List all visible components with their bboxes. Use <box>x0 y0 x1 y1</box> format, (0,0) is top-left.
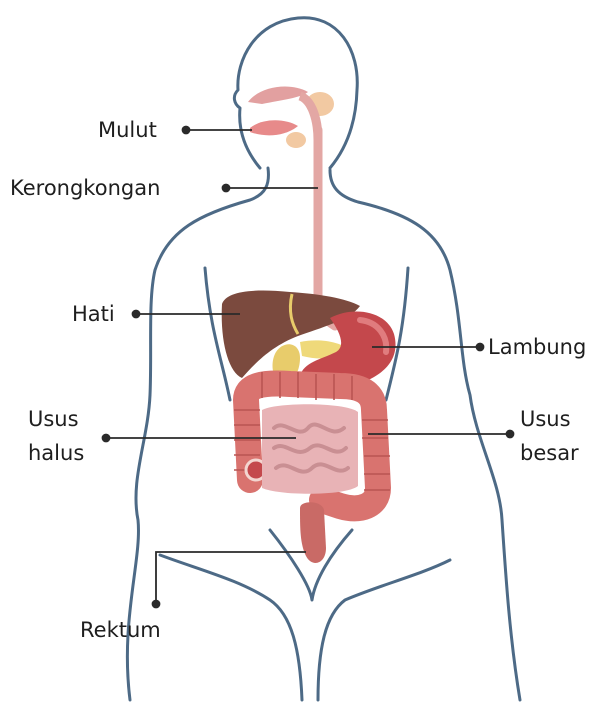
leader-dot-mulut <box>183 127 190 134</box>
label-mulut: Mulut <box>98 117 157 143</box>
leader-dot-usus-besar <box>507 431 514 438</box>
label-rektum: Rektum <box>80 617 161 643</box>
label-kerongkongan: Kerongkongan <box>10 175 160 201</box>
label-lambung: Lambung <box>488 334 586 360</box>
mouth-cavity <box>250 120 298 135</box>
left-leg-inner <box>160 555 302 700</box>
right-side-outline <box>330 170 520 700</box>
small-intestine <box>262 404 358 494</box>
leader-dot-lambung <box>477 344 484 351</box>
rectum <box>300 502 326 563</box>
leader-dot-usus-halus <box>103 435 110 442</box>
leader-dot-kerongkongan <box>223 185 230 192</box>
label-usus-besar-line2: besar <box>520 440 579 466</box>
label-usus-halus-line1: Usus <box>28 406 79 432</box>
right-leg-inner <box>318 560 450 700</box>
label-hati: Hati <box>72 301 115 327</box>
nasal-cavity <box>248 87 308 104</box>
label-usus-besar-line1: Usus <box>520 406 571 432</box>
leader-rektum <box>156 552 306 604</box>
label-usus-halus-line2: halus <box>28 440 84 466</box>
leader-dot-hati <box>133 311 140 318</box>
salivary-gland-lower <box>286 132 306 148</box>
leader-dot-rektum <box>153 601 160 608</box>
